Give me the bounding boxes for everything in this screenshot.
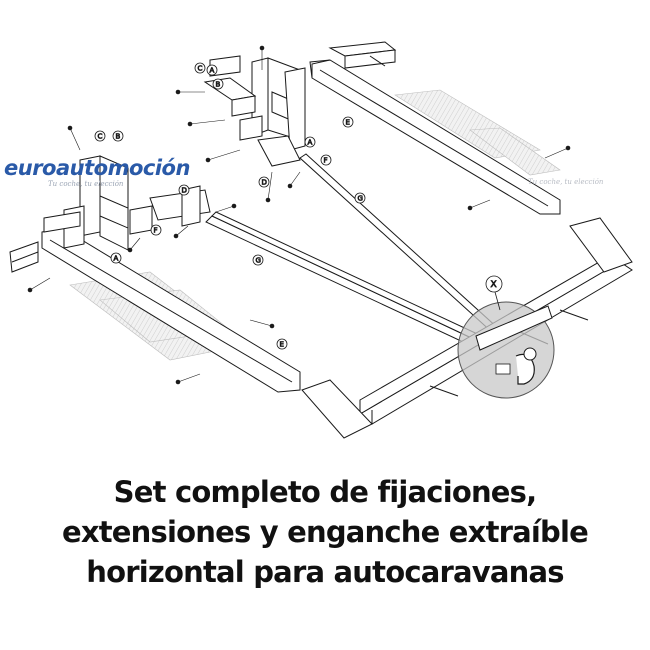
towbar-exploded-diagram: A A A B B C C D D E E F F G G X	[9, 41, 633, 439]
label-b1: B	[212, 78, 224, 90]
label-d2: D	[178, 184, 190, 196]
label-f1: F	[320, 154, 332, 166]
brand-tagline: Tu coche, tu elección	[48, 180, 124, 188]
chassis-rail-right	[309, 41, 561, 215]
watermark-text: Tu coche, tu elección	[528, 178, 604, 186]
svg-text:E: E	[280, 341, 284, 349]
label-g2: G	[252, 254, 264, 266]
diagonal-struts	[205, 153, 501, 349]
label-a2: A	[206, 64, 218, 76]
caption-line-3: horizontal para autocaravanas	[86, 555, 564, 589]
svg-text:A: A	[210, 67, 215, 75]
svg-text:F: F	[324, 157, 328, 165]
mounting-bracket-upper	[203, 55, 306, 167]
svg-text:F: F	[154, 227, 158, 235]
svg-text:C: C	[98, 133, 103, 141]
svg-text:X: X	[491, 280, 497, 290]
svg-text:B: B	[216, 81, 221, 89]
brand-name: euroautomoción	[4, 156, 190, 180]
svg-text:C: C	[198, 65, 203, 73]
svg-text:A: A	[308, 139, 313, 147]
mounting-bracket-lower	[43, 155, 211, 251]
label-b2: B	[112, 130, 124, 142]
label-a1: A	[304, 136, 316, 148]
label-g1: G	[354, 192, 366, 204]
label-e1: E	[342, 116, 354, 128]
svg-text:E: E	[346, 119, 350, 127]
svg-text:G: G	[358, 195, 363, 203]
svg-text:B: B	[116, 133, 121, 141]
label-a3: A	[110, 252, 122, 264]
svg-text:A: A	[114, 255, 119, 263]
product-caption: Set completo de fijaciones, extensiones …	[0, 472, 650, 592]
svg-text:D: D	[262, 179, 267, 187]
label-d1: D	[258, 176, 270, 188]
label-x: X	[485, 275, 503, 293]
detail-circle-x	[457, 291, 555, 399]
label-f2: F	[150, 224, 162, 236]
label-c1: C	[194, 62, 206, 74]
label-c2: C	[94, 130, 106, 142]
chassis-rail-left	[9, 227, 301, 393]
brand-logo: euroautomoción Tu coche, tu elección	[4, 156, 204, 198]
part-labels: A A A B B C C D D E E F F G G X	[94, 62, 503, 350]
caption-line-1: Set completo de fijaciones,	[113, 475, 538, 509]
svg-text:G: G	[256, 257, 261, 265]
svg-text:D: D	[182, 187, 187, 195]
label-e2: E	[276, 338, 288, 350]
caption-line-2: extensiones y enganche extraíble	[61, 515, 589, 549]
bolt-leaders	[27, 45, 571, 385]
